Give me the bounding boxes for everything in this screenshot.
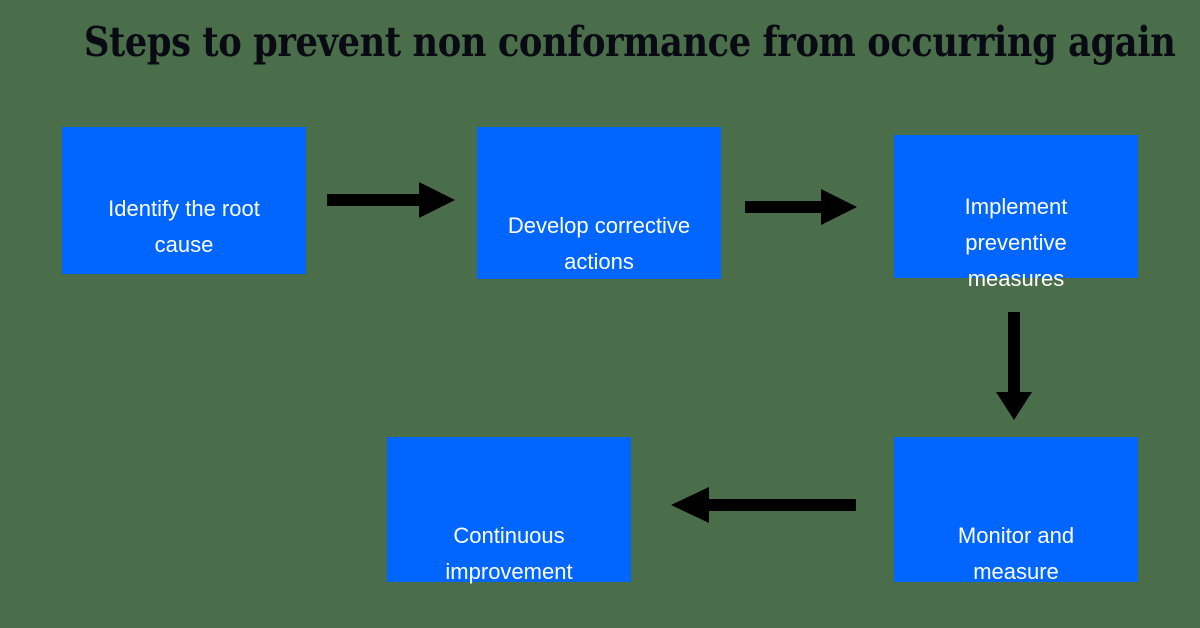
flow-node-continuous-improvement[interactable]: Continuous improvement [387,437,631,584]
flow-node-label: Implement preventive measures [964,194,1068,291]
arrow-head [821,189,857,225]
flow-node-label: Continuous improvement [445,523,573,584]
arrow-shaft [1008,312,1020,394]
flow-node-develop-corrective-actions[interactable]: Develop corrective actions [477,127,721,279]
arrow-right-icon-root-cause-to-corrective [327,181,455,219]
arrow-right-icon-corrective-to-preventive [745,188,857,226]
flow-node-monitor-and-measure[interactable]: Monitor and measure [894,437,1138,584]
arrow-shaft [327,194,421,206]
flow-node-implement-preventive-measures[interactable]: Implement preventive measures [894,135,1138,291]
page-title: Steps to prevent non conformance from oc… [84,18,1176,66]
arrow-head [419,182,455,218]
flow-node-label: Develop corrective actions [507,213,691,274]
arrow-shaft [745,201,823,213]
arrow-left-icon-monitor-to-continuous [671,486,856,524]
arrow-down-icon-preventive-to-monitor [995,312,1033,420]
flow-node-identify-root-cause[interactable]: Identify the root cause [62,127,306,274]
flow-node-label: Identify the root cause [108,196,260,257]
arrow-head [996,392,1032,420]
arrow-shaft [709,499,856,511]
flow-node-label: Monitor and measure [957,523,1075,584]
arrow-head [671,487,709,523]
